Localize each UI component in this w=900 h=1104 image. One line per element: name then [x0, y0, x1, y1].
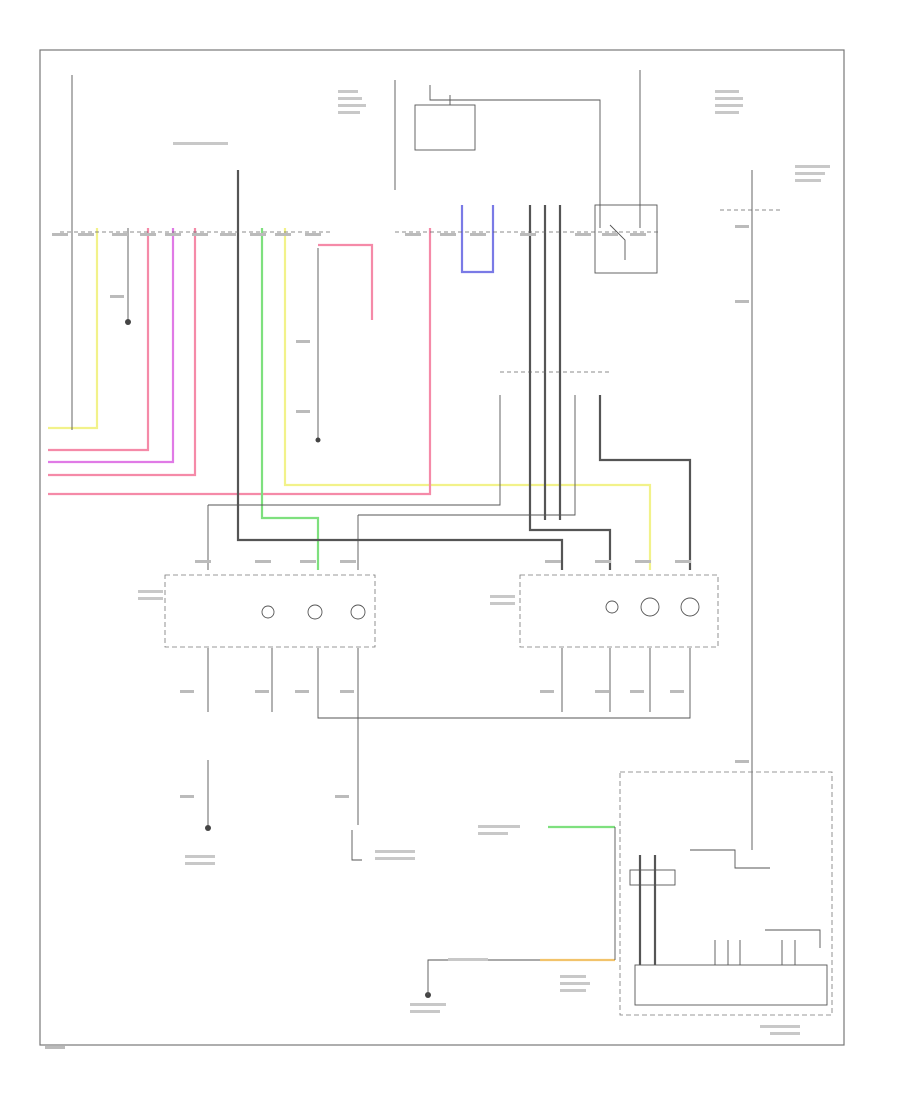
blue-wire	[460, 205, 495, 274]
connector-row-top	[60, 209, 780, 373]
relay-block	[394, 70, 658, 274]
black-wire	[71, 75, 753, 830]
ground-symbol	[125, 319, 431, 998]
light-control-switch	[351, 830, 540, 995]
headlight-ground-wires	[207, 648, 691, 830]
right-headlight	[164, 574, 376, 648]
red-wire	[48, 228, 432, 496]
yellow-wire	[48, 228, 652, 570]
dark-wire	[236, 170, 692, 965]
magenta-wire	[48, 228, 175, 464]
component-label-blocks	[138, 90, 830, 1035]
wire-code-labels	[45, 225, 749, 1049]
green-wire	[260, 228, 615, 829]
combination-meter	[614, 771, 833, 1016]
left-headlight	[519, 574, 719, 648]
diagram-frame	[39, 49, 845, 1046]
